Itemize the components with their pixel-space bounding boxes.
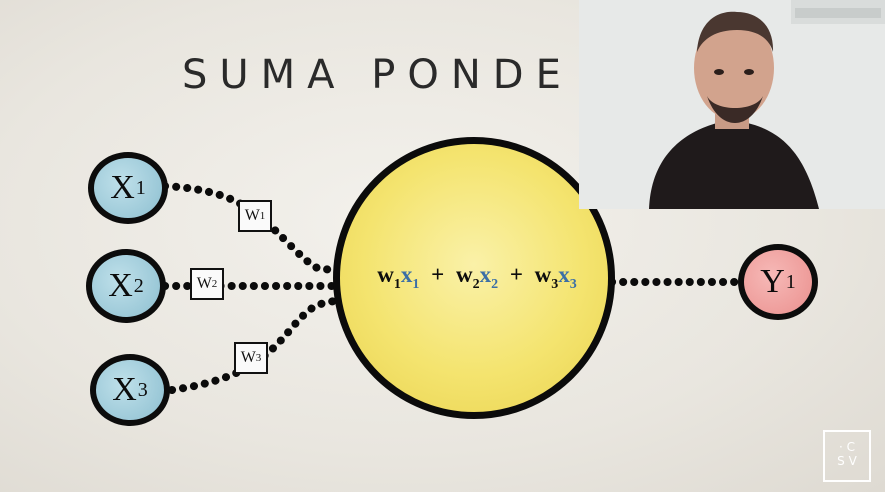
logo-line-1: · C	[838, 440, 855, 454]
formula-x: x	[558, 262, 570, 287]
formula-plus: +	[431, 262, 445, 287]
weight-subscript: 2	[211, 278, 218, 290]
output-subscript: 1	[785, 270, 796, 293]
output-label: Y	[760, 263, 785, 300]
weighted-sum-formula: w1x1 + w2x2 + w3x3	[352, 262, 602, 293]
channel-logo: · C S V	[823, 430, 871, 482]
formula-x-subscript: 3	[569, 277, 577, 292]
formula-plus: +	[509, 262, 523, 287]
formula-w: w	[455, 262, 473, 287]
input-label: X	[110, 169, 135, 206]
input-subscript: 1	[135, 176, 146, 199]
weight-label: W	[244, 207, 260, 224]
input-subscript: 3	[137, 378, 148, 401]
slide-title: SUMA PONDE	[182, 52, 573, 98]
formula-x-subscript: 1	[412, 277, 420, 292]
input-label: X	[112, 371, 137, 408]
connection-x3	[168, 296, 342, 394]
weight-label: W	[196, 275, 212, 292]
formula-w-subscript: 2	[472, 277, 480, 292]
input-subscript: 2	[133, 274, 144, 297]
weight-label: W	[240, 349, 256, 366]
connection-x1	[161, 182, 342, 274]
formula-w: w	[377, 262, 394, 287]
input-label: X	[108, 267, 133, 304]
formula-w-subscript: 3	[551, 277, 559, 292]
logo-line-2: S V	[837, 454, 857, 468]
formula-x: x	[400, 262, 413, 287]
neuron-sum-node	[333, 137, 615, 419]
weight-subscript: 1	[259, 210, 266, 222]
formula-x: x	[479, 262, 492, 287]
formula-w-subscript: 1	[393, 277, 401, 292]
formula-w: w	[534, 262, 552, 287]
presenter-video-frame	[579, 0, 885, 209]
presenter-webcam-overlay	[579, 0, 885, 209]
weight-subscript: 3	[255, 352, 262, 364]
formula-x-subscript: 2	[491, 277, 499, 292]
